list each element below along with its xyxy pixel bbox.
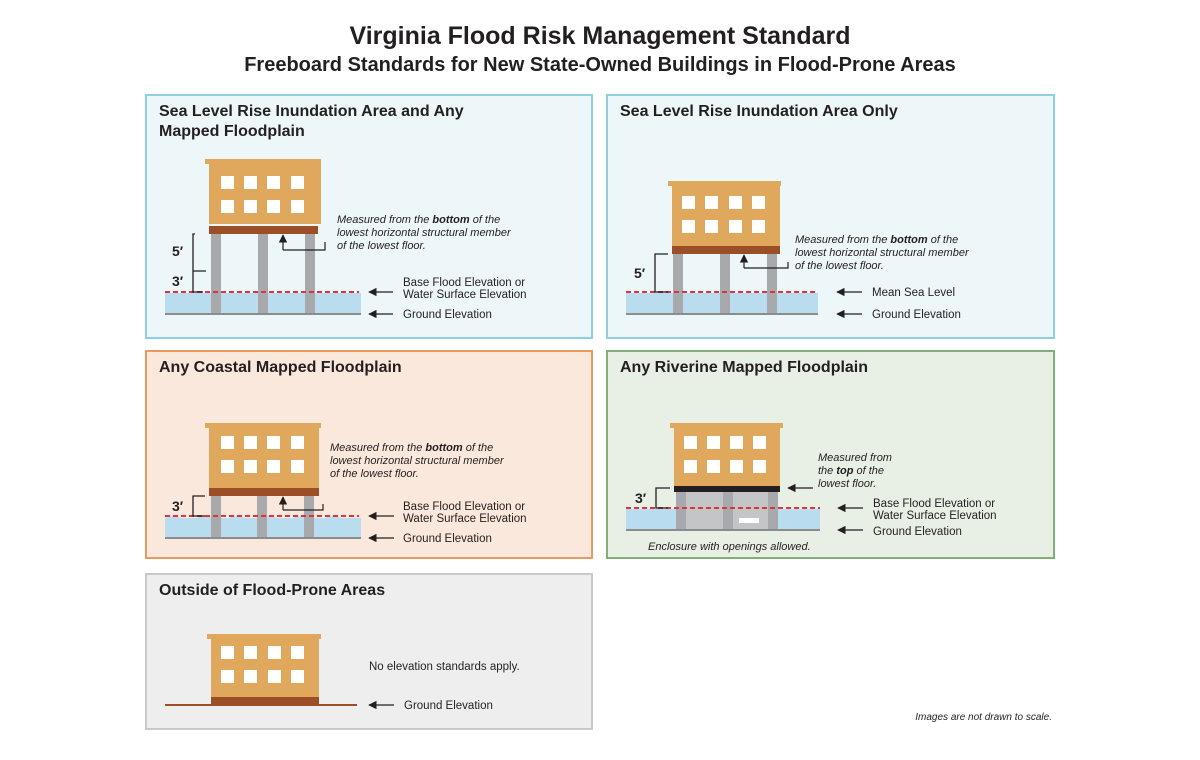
ground-elevation-label: Ground Elevation [404,700,493,712]
pier [305,234,315,314]
roof [205,423,321,428]
pier [723,492,733,530]
ground-elevation-label: Ground Elevation [872,309,961,321]
panel-slr-and-mapped-floodplain: Sea Level Rise Inundation Area and Any M… [145,94,593,339]
top-of-lowest-floor [674,486,780,492]
measurement-note: Measured from the bottom of the [795,234,958,246]
elevated-building-diagram: 5′ 3′ Measured from the bottom of the lo… [165,159,527,321]
panel-title: Sea Level Rise Inundation Area and Any M… [159,103,464,140]
roof [205,159,321,164]
page-title: Virginia Flood Risk Management Standard [349,22,851,50]
scale-note: Images are not drawn to scale. [915,712,1052,723]
measurement-note: Measured from the bottom of the [330,442,493,454]
panel-title: Sea Level Rise Inundation Area Only [620,103,898,120]
dimension-3ft: 3′ [172,498,184,514]
elevated-building-diagram: 5′ Measured from the bottom of the lowes… [626,181,970,321]
pier [767,254,777,314]
enclosure-opening [739,518,759,523]
pier [673,254,683,314]
panel-riverine-floodplain: Any Riverine Mapped Floodplain 3′ Measur… [606,350,1055,559]
measurement-note: Measured from the bottom of the [337,214,500,226]
measurement-note-line: lowest floor. [818,478,876,490]
building [672,184,780,246]
pier [211,234,221,314]
no-standards-label: No elevation standards apply. [369,661,520,673]
building-windows [684,436,766,473]
lowest-floor-member [209,226,318,234]
building [674,426,780,488]
elevated-building-diagram: 3′ Measured from the top of the lowest f… [626,423,997,553]
roof [670,423,783,428]
ground-elevation-label: Ground Elevation [873,526,962,538]
measurement-note-line: lowest horizontal structural member [795,247,970,259]
building-windows [221,176,304,213]
measurement-note-line: of the lowest floor. [337,240,426,252]
panel-title: Any Riverine Mapped Floodplain [620,359,869,376]
dimension-3ft: 3′ [635,490,647,506]
flood-elevation-label: Water Surface Elevation [403,513,527,525]
flood-elevation-label: Water Surface Elevation [873,510,997,522]
foundation [211,697,319,705]
building [209,426,319,488]
pier [720,254,730,314]
panel-coastal-floodplain: Any Coastal Mapped Floodplain 3′ Measure… [145,350,593,559]
flood-elevation-label: Base Flood Elevation or [403,501,525,513]
measurement-note: the top of the [818,465,884,477]
measurement-note-line: lowest horizontal structural member [337,227,512,239]
building-windows [682,196,765,233]
pier [258,234,268,314]
flood-elevation-label: Base Flood Elevation or [873,498,995,510]
panel-slr-only: Sea Level Rise Inundation Area Only 5′ M… [606,94,1055,339]
panel-outside-flood-prone: Outside of Flood-Prone Areas No elevatio… [145,573,593,730]
dimension-3ft: 3′ [172,273,184,289]
roof [668,181,781,186]
measurement-note-line: Measured from [818,452,892,464]
pier [676,492,686,530]
pier [768,492,778,530]
flood-elevation-label: Base Flood Elevation or [403,277,525,289]
building-windows [221,646,304,683]
dimension-bracket [192,495,205,517]
measurement-note-line: lowest horizontal structural member [330,455,505,467]
building-windows [221,436,304,473]
lowest-floor-member [672,246,780,254]
elevated-building-diagram: 3′ Measured from the bottom of the lowes… [165,423,527,545]
enclosure-note: Enclosure with openings allowed. [648,541,811,553]
lowest-floor-member [209,488,319,496]
panel-title: Any Coastal Mapped Floodplain [159,359,402,376]
dimension-5ft: 5′ [634,265,646,281]
dimension-bracket [192,233,206,293]
building-diagram: No elevation standards apply. Ground Ele… [165,634,520,712]
dimension-5ft: 5′ [172,243,184,259]
flood-elevation-label: Water Surface Elevation [403,289,527,301]
ground-elevation-label: Ground Elevation [403,533,492,545]
panel-title: Outside of Flood-Prone Areas [159,582,386,599]
roof [207,634,321,639]
dimension-bracket [655,487,670,509]
sea-level-label: Mean Sea Level [872,287,955,299]
building [209,162,321,224]
dimension-bracket [654,253,668,293]
page-subtitle: Freeboard Standards for New State-Owned … [244,54,956,76]
measurement-note-line: of the lowest floor. [330,468,419,480]
measurement-note-line: of the lowest floor. [795,260,884,272]
ground-elevation-label: Ground Elevation [403,309,492,321]
